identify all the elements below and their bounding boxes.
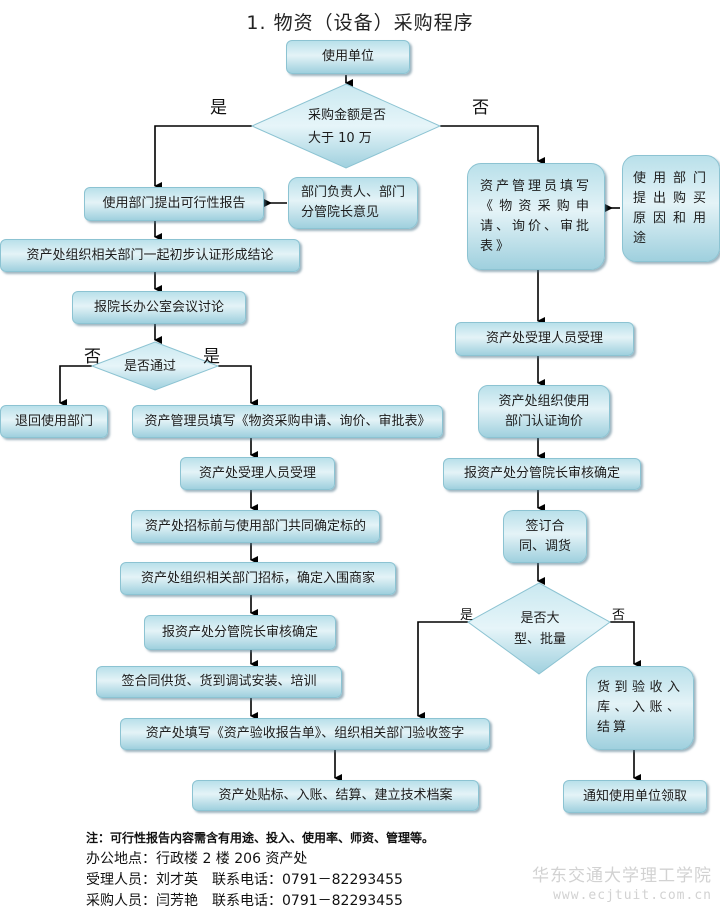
watermark-url: www.ecjtuit.com.cn <box>553 888 712 903</box>
edge-label-yes-large: 是 <box>460 608 474 623</box>
decision-amount-text: 采购金额是否 大于 10 万 <box>308 104 386 150</box>
fill-form-right-text: 资产管理员填写《物资采购申请、询价、审批表》 <box>480 178 593 254</box>
decision-amount-line2: 大于 10 万 <box>308 131 372 146</box>
sign-contract-line1: 签订合 <box>525 518 565 534</box>
footer-note: 注：可行性报告内容需含有用途、投入、使用率、师资、管理等。 <box>86 831 435 845</box>
decision-amount-line1: 采购金额是否 <box>308 108 387 123</box>
node-acceptance-report: 资产处填写《资产验收报告单》、组织相关部门验收签字 <box>120 718 490 750</box>
node-notify: 通知使用单位领取 <box>563 780 707 813</box>
node-labeling: 资产处贴标、入账、结算、建立技术档案 <box>192 780 479 811</box>
node-vp-review-right: 报资产处分管院长审核确定 <box>443 458 641 490</box>
arrow-yes-feasibility <box>154 125 252 190</box>
watermark: 华东交通大学理工学院 www.ecjtuit.com.cn <box>532 866 712 906</box>
edge-label-no-large: 否 <box>612 608 626 623</box>
decision-pass-text: 是否通过 <box>124 359 177 374</box>
node-inquiry: 资产处组织使用 部门认证询价 <box>478 385 610 438</box>
dept-opinion-line2: 分管院长意见 <box>301 205 380 220</box>
arrow-pass-no <box>59 365 92 407</box>
node-accept-left: 资产处受理人员受理 <box>180 457 335 490</box>
purchase-reason-text: 使用部门提出购买原因和用途 <box>633 170 709 246</box>
node-bidding: 资产处组织相关部门招标，确定入围商家 <box>120 562 396 595</box>
arrow-large-no <box>610 621 641 668</box>
node-sign-contract: 签订合 同、调货 <box>503 510 587 563</box>
sign-contract-line2: 同、调货 <box>518 538 571 554</box>
inquiry-line1: 资产处组织使用 <box>498 393 590 409</box>
footer-receiver: 受理人员：刘才英 联系电话：0791－82293455 <box>86 872 403 888</box>
decision-large-text: 是否大 型、批量 <box>512 608 568 650</box>
dept-opinion-line1: 部门负责人、部门 <box>301 185 406 200</box>
edge-label-no-pass: 否 <box>84 347 101 367</box>
node-fill-form-right: 资产管理员填写《物资采购申请、询价、审批表》 <box>467 163 605 270</box>
node-accept-right: 资产处受理人员受理 <box>455 322 634 356</box>
node-office-meeting: 报院长办公室会议讨论 <box>72 291 246 324</box>
arrow-pass-yes <box>218 365 258 407</box>
footer-purchaser: 采购人员：闫芳艳 联系电话：0791－82293455 <box>86 893 403 909</box>
decision-diamond-pass <box>90 341 220 391</box>
node-warehouse: 货到验收入库、入账、结算 <box>586 666 694 750</box>
node-sign-supply: 签合同供货、货到调试安装、培训 <box>96 666 342 698</box>
edge-label-no-amount: 否 <box>472 98 489 118</box>
node-fill-form-left: 资产管理员填写《物资采购申请、询价、审批表》 <box>132 405 443 438</box>
decision-large-line1: 是否大 <box>520 611 560 626</box>
node-start: 使用单位 <box>286 40 410 74</box>
footer-info: 注：可行性报告内容需含有用途、投入、使用率、师资、管理等。 办公地点：行政楼 2… <box>86 828 434 912</box>
node-pre-bid: 资产处招标前与使用部门共同确定标的 <box>131 510 380 543</box>
decision-diamond-amount <box>250 83 442 169</box>
node-vp-review-left: 报资产处分管院长审核确定 <box>144 615 336 650</box>
node-joint-review: 资产处组织相关部门一起初步认证形成结论 <box>0 239 300 272</box>
watermark-name: 华东交通大学理工学院 <box>532 866 712 886</box>
warehouse-text: 货到验收入库、入账、结算 <box>597 680 683 735</box>
arrow-large-yes <box>417 621 468 720</box>
edge-label-yes-pass: 是 <box>203 347 220 367</box>
node-dept-opinion: 部门负责人、部门 分管院长意见 <box>288 177 418 229</box>
page-title: 1. 物资（设备）采购程序 <box>246 12 474 34</box>
edge-label-yes-amount: 是 <box>210 98 227 118</box>
inquiry-line2: 部门认证询价 <box>504 413 583 429</box>
footer-office: 办公地点：行政楼 2 楼 206 资产处 <box>86 851 308 867</box>
node-feasibility-report: 使用部门提出可行性报告 <box>84 187 264 221</box>
arrow-no-form <box>440 125 545 165</box>
decision-large-line2: 型、批量 <box>513 632 566 647</box>
node-purchase-reason: 使用部门提出购买原因和用途 <box>622 155 720 262</box>
decision-diamond-large <box>467 582 611 675</box>
node-return-dept: 退回使用部门 <box>0 405 108 438</box>
